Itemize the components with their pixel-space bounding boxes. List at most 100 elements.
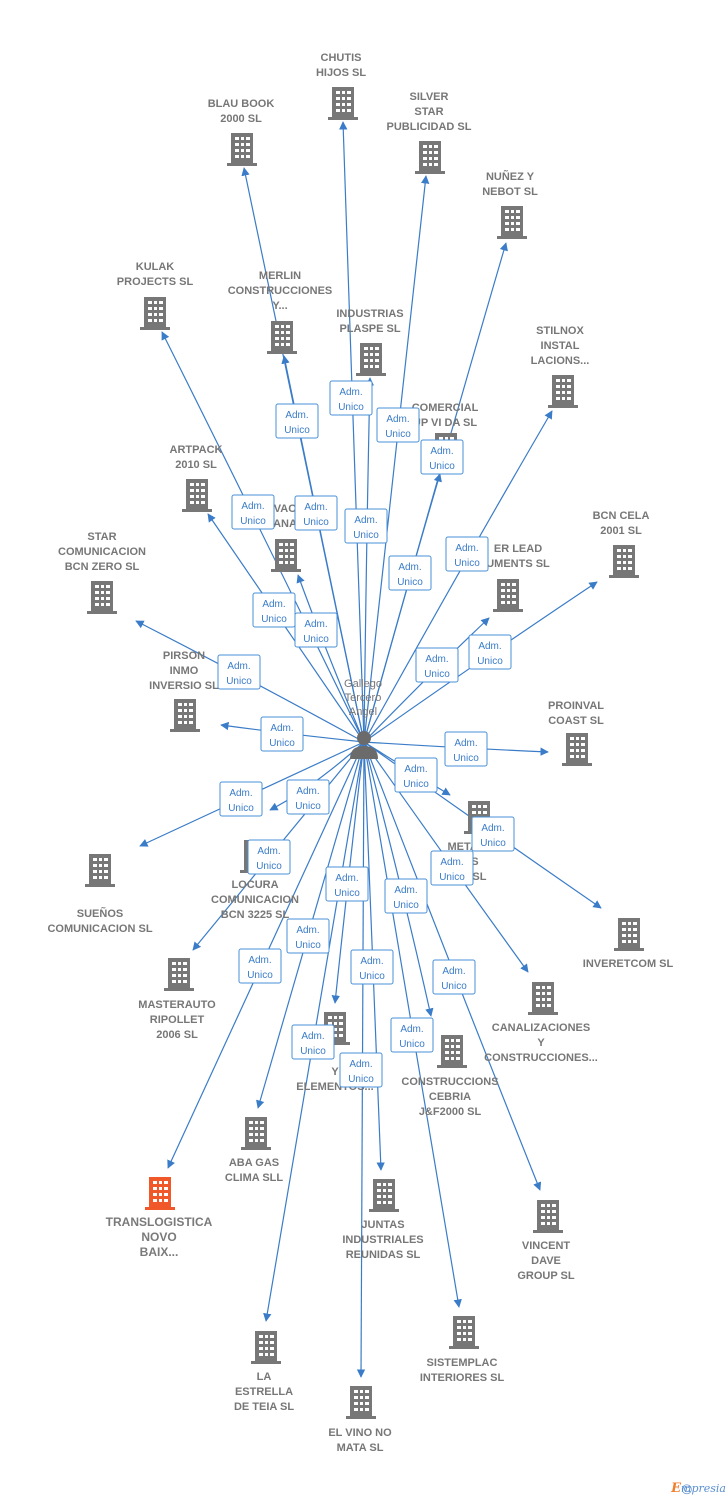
company-node-stilnox[interactable]: STILNOXINSTALLACIONS... [531, 325, 590, 408]
role-badge-text: Adm. [227, 661, 250, 672]
role-badge-text: Adm. [440, 857, 463, 868]
company-node-merlin[interactable]: MERLINCONSTRUCCIONESY... [228, 270, 333, 354]
role-badge-text: Adm. [248, 955, 271, 966]
role-badge-silver[interactable]: Adm.Unico [376, 407, 420, 443]
company-node-translogistica[interactable]: TRANSLOGISTICANOVOBAIX... [106, 1177, 213, 1259]
company-label-line: BCN CELA [593, 510, 650, 522]
role-badge-vino[interactable]: Adm.Unico [339, 1052, 383, 1088]
company-label-line: PUBLICIDAD SL [387, 121, 472, 133]
company-label-line: INSTAL [541, 340, 580, 352]
role-badge-metal[interactable]: Adm.Unico [394, 757, 438, 793]
role-badge-frame [390, 1017, 434, 1053]
role-badge-stilnox[interactable]: Adm.Unico [445, 536, 489, 572]
relation-edge-comercial [363, 473, 442, 743]
company-label-line: PROINVAL [548, 700, 604, 712]
role-badge-masterauto[interactable]: Adm.Unico [247, 839, 291, 875]
building-icon [267, 321, 297, 354]
company-label-line: CANALIZACIONES [492, 1022, 590, 1034]
company-label-line: 2000 SL [220, 113, 262, 125]
role-badge-kulak[interactable]: Adm. Unico [231, 494, 275, 530]
company-label-line: CLIMA SLL [225, 1172, 284, 1184]
role-badge-blau[interactable]: Adm.Unico [275, 403, 319, 439]
role-badge-nunez[interactable]: Adm.Unico [420, 439, 464, 475]
role-badge-text: Unico [247, 970, 273, 981]
role-badge-locura[interactable]: Adm.Unico [286, 779, 330, 815]
company-label-line: J&F2000 SL [419, 1106, 482, 1118]
role-badge-lead[interactable]: Adm.Unico [415, 647, 459, 683]
role-badge-frame [252, 592, 296, 628]
role-badge-vincent[interactable]: Adm.Unico [432, 959, 476, 995]
role-badge-sistemplac[interactable]: Adm.Unico [390, 1017, 434, 1053]
role-badge-pirson[interactable]: Adm.Unico [260, 716, 304, 752]
role-badge-text: Adm. [304, 502, 327, 513]
role-badge-suenos[interactable]: Adm.Unico [219, 781, 263, 817]
role-badge-text: Adm. [339, 387, 362, 398]
company-node-canalizaciones[interactable]: CANALIZACIONESYCONSTRUCCIONES... [484, 982, 598, 1064]
company-label-line: 2001 SL [600, 525, 642, 537]
role-badge-juntas[interactable]: Adm.Unico [350, 949, 394, 985]
company-node-bcncela[interactable]: BCN CELA 2001 SL [593, 510, 650, 578]
role-badge-inveretcom[interactable]: Adm.Unico [471, 816, 515, 852]
company-label-line: UMENTS SL [486, 558, 550, 570]
role-badge-comercial[interactable]: Adm.Unico [388, 555, 432, 591]
role-badge-artpack[interactable]: Adm.Unico [252, 592, 296, 628]
role-badge-bcncela[interactable]: Adm.Unico [468, 634, 512, 670]
role-badge-text: Adm. [335, 873, 358, 884]
role-badge-text: Adm. [285, 410, 308, 421]
person-icon [350, 731, 378, 759]
role-badge-merlin[interactable]: Adm.Unico [294, 495, 338, 531]
relation-edge-plaspe [363, 377, 375, 743]
role-badge-text: Adm. [270, 723, 293, 734]
role-badge-canalizaciones[interactable]: Adm.Unico [430, 850, 474, 886]
empresia-logo[interactable]: Empresia [671, 1481, 726, 1496]
role-badge-text: Unico [399, 1039, 425, 1050]
role-badge-cebria[interactable]: Adm.Unico [384, 878, 428, 914]
company-label-line: PIRSON [163, 650, 205, 662]
role-badge-star[interactable]: Adm.Unico [217, 654, 261, 690]
company-label-line: NOVO [141, 1230, 176, 1244]
role-badge-abagas[interactable]: Adm.Unico [286, 918, 330, 954]
role-badge-frame [329, 380, 373, 416]
role-badge-estrella[interactable]: Adm.Unico [291, 1024, 335, 1060]
company-node-inveretcom[interactable]: INVERETCOM SL [583, 918, 674, 970]
role-badge-text: Adm. [241, 501, 264, 512]
role-badge-frame [468, 634, 512, 670]
role-badge-plaspe[interactable]: Adm.Unico [344, 508, 388, 544]
role-badge-text: Unico [240, 516, 266, 527]
role-badge-translogistica[interactable]: Adm. Unico [238, 948, 282, 984]
person-node[interactable]: Gallego Tercero Angel [344, 678, 382, 759]
company-label-line: INMO [170, 665, 199, 677]
role-badge-elementos[interactable]: Adm.Unico [325, 866, 369, 902]
role-badge-frame [430, 850, 474, 886]
role-badge-frame [291, 1024, 335, 1060]
role-badge-proinval[interactable]: Adm.Unico [444, 731, 488, 767]
company-label-line: Y [537, 1037, 545, 1049]
relation-edge-silver [363, 175, 430, 743]
building-icon [528, 982, 558, 1015]
role-badge-vac[interactable]: Adm.Unico [294, 612, 338, 648]
role-badge-chutis[interactable]: Adm.Unico [329, 380, 373, 416]
